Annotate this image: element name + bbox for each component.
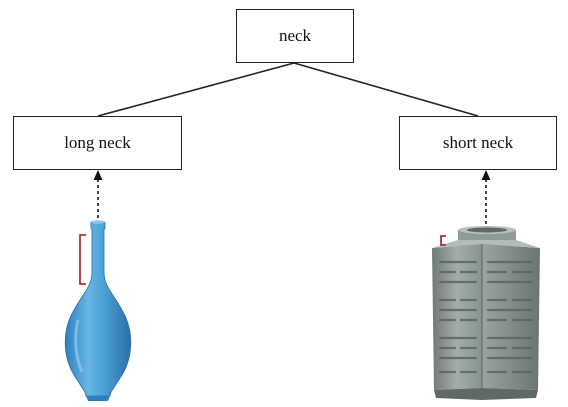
node-long-neck: long neck bbox=[13, 116, 182, 170]
grey-cong-vase-icon bbox=[432, 226, 540, 400]
connector-root-to-short-neck bbox=[293, 62, 479, 117]
neck-length-bracket-short bbox=[440, 235, 446, 246]
node-short-neck: short neck bbox=[399, 116, 557, 170]
node-short-neck-label: short neck bbox=[442, 133, 514, 152]
blue-bottle-vase-icon bbox=[64, 220, 132, 401]
dashed-arrow-short-neck bbox=[481, 170, 491, 224]
connector-root-to-long-neck bbox=[97, 62, 295, 117]
node-neck-label: neck bbox=[278, 26, 312, 45]
node-neck: neck bbox=[236, 9, 354, 63]
node-long-neck-label: long neck bbox=[64, 133, 131, 152]
dashed-arrow-long-neck bbox=[93, 170, 103, 224]
neck-length-bracket-long bbox=[79, 234, 86, 285]
